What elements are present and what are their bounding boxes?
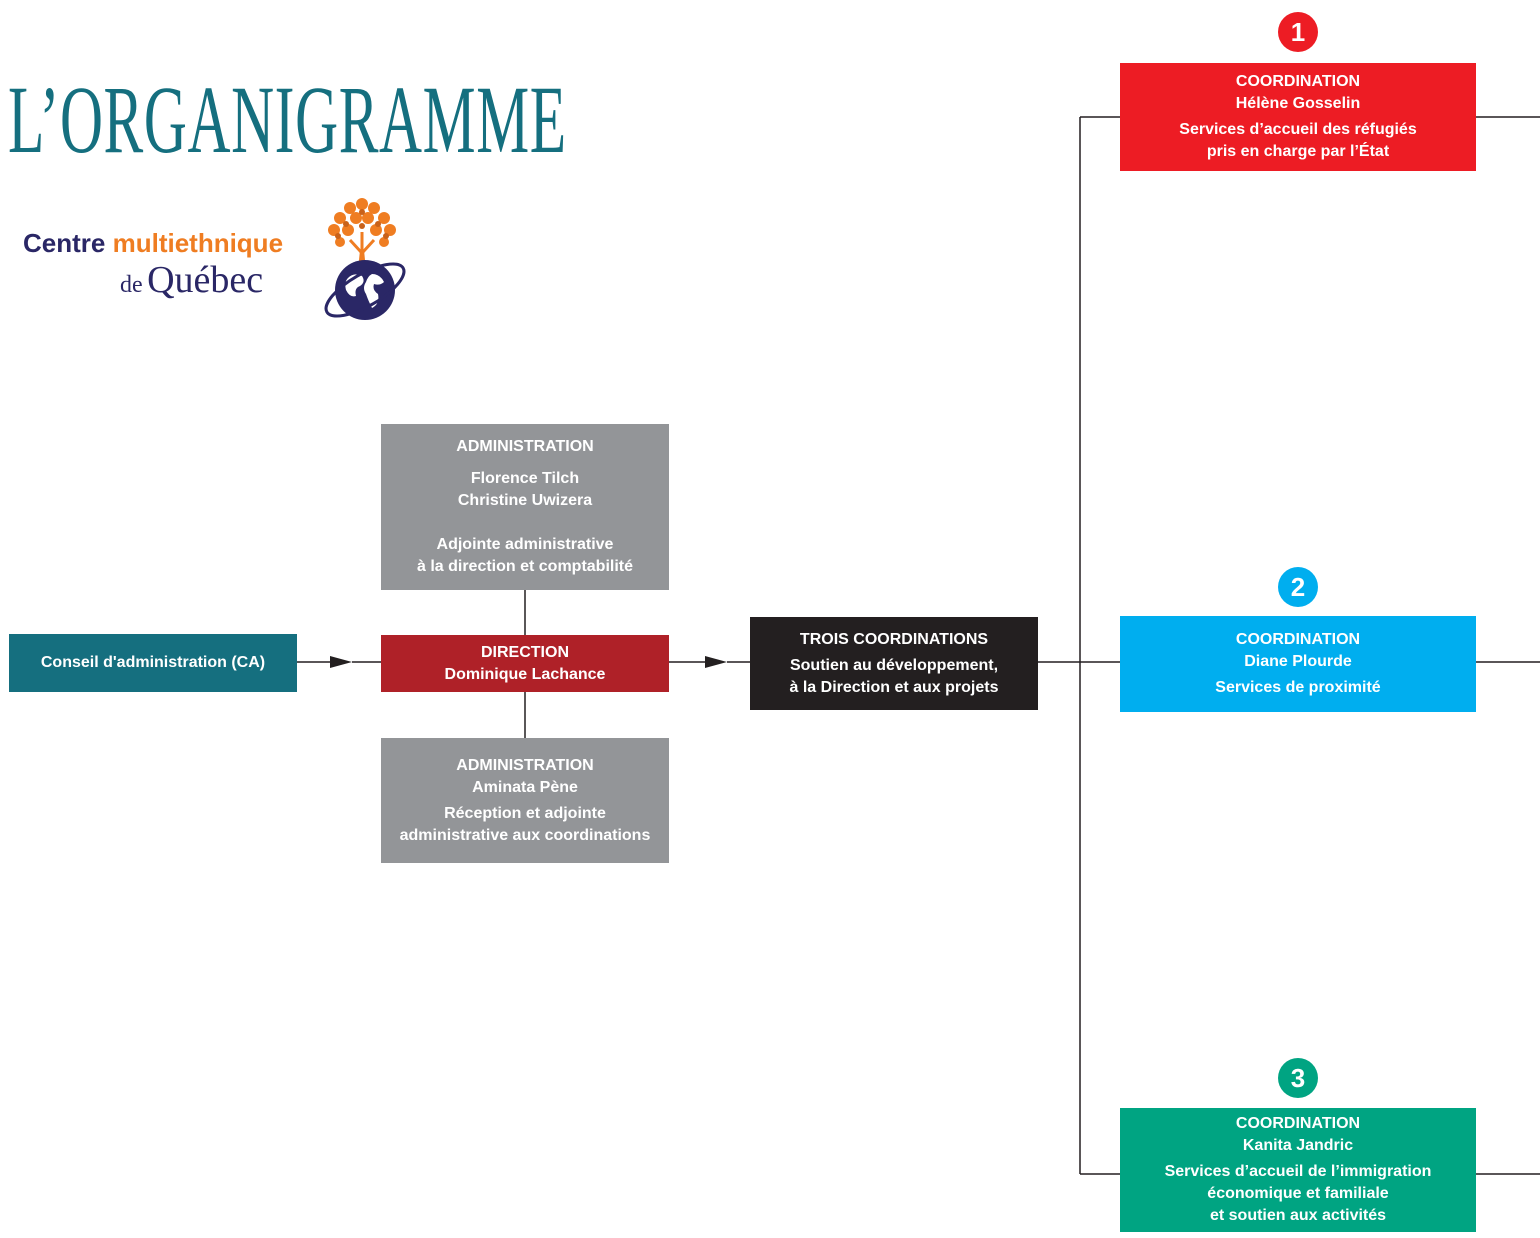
coordination-2-line-1: Services de proximité (1215, 679, 1381, 696)
coordination-2-number-badge: 2 (1278, 567, 1318, 607)
administration-top-role-1: Adjointe administrative (436, 536, 614, 553)
coordination-1-heading: COORDINATION (1235, 73, 1361, 90)
coordination-2-name: Diane Plourde (1244, 653, 1352, 670)
logo-word-multiethnique: multiethnique (112, 228, 284, 258)
coordination-3-line-1: Services d’accueil de l’immigration (1164, 1163, 1432, 1180)
three-coordinations-line-1: Soutien au développement, (789, 656, 999, 674)
logo-line-2: de Québec (120, 260, 263, 308)
coordination-2-heading: COORDINATION (1235, 631, 1361, 648)
three-coordinations-box: TROIS COORDINATIONS Soutien au développe… (750, 617, 1038, 710)
administration-top-box: ADMINISTRATION Florence Tilch Christine … (381, 424, 669, 590)
administration-top-heading: ADMINISTRATION (456, 438, 594, 455)
coordination-1-box: COORDINATION Hélène Gosselin Services d’… (1120, 63, 1476, 171)
direction-box: DIRECTION Dominique Lachance (381, 635, 669, 692)
coordination-3-line-2: économique et familiale (1207, 1185, 1389, 1202)
coordination-1-name: Hélène Gosselin (1235, 95, 1361, 112)
arrow-direction-trois (705, 656, 727, 668)
coordination-3-heading: COORDINATION (1235, 1115, 1361, 1132)
administration-bottom-heading: ADMINISTRATION (456, 756, 594, 774)
page-title: L’ORGANIGRAMME (8, 66, 567, 173)
coordination-1-line-2: pris en charge par l’État (1206, 143, 1390, 160)
coordination-3-name: Kanita Jandric (1242, 1137, 1354, 1154)
board-of-directors-box: Conseil d'administration (CA) (9, 634, 297, 692)
administration-bottom-role-1: Réception et adjointe (444, 804, 606, 822)
logo-line-1: Centre multiethnique (23, 228, 283, 258)
logo-word-centre: Centre (23, 228, 106, 258)
logo-word-de: de (120, 272, 143, 298)
three-coordinations-line-2: à la Direction et aux projets (789, 678, 999, 696)
coordination-2-box: COORDINATION Diane Plourde Services de p… (1120, 616, 1476, 712)
organization-logo: Centre multiethnique de Québec (20, 190, 420, 330)
coordination-3-box: COORDINATION Kanita Jandric Services d’a… (1120, 1108, 1476, 1232)
direction-name: Dominique Lachance (444, 665, 606, 683)
coordination-3-line-3: et soutien aux activités (1209, 1207, 1387, 1224)
administration-top-name-1: Florence Tilch (470, 470, 580, 487)
administration-top-name-2: Christine Uwizera (457, 492, 593, 509)
administration-bottom-role-2: administrative aux coordinations (399, 826, 651, 844)
administration-top-role-2: à la direction et comptabilité (416, 558, 634, 575)
coordination-3-number-badge: 3 (1278, 1058, 1318, 1098)
tree-globe-icon (324, 198, 406, 320)
administration-bottom-box: ADMINISTRATION Aminata Pène Réception et… (381, 738, 669, 863)
three-coordinations-heading: TROIS COORDINATIONS (799, 630, 989, 648)
logo-word-quebec: Québec (147, 259, 264, 301)
coordination-1-line-1: Services d’accueil des réfugiés (1179, 121, 1417, 138)
administration-bottom-name: Aminata Pène (472, 778, 578, 796)
arrow-ca-direction (330, 656, 352, 668)
direction-heading: DIRECTION (481, 643, 569, 661)
board-of-directors-label: Conseil d'administration (CA) (40, 654, 266, 671)
coordination-1-number-badge: 1 (1278, 12, 1318, 52)
